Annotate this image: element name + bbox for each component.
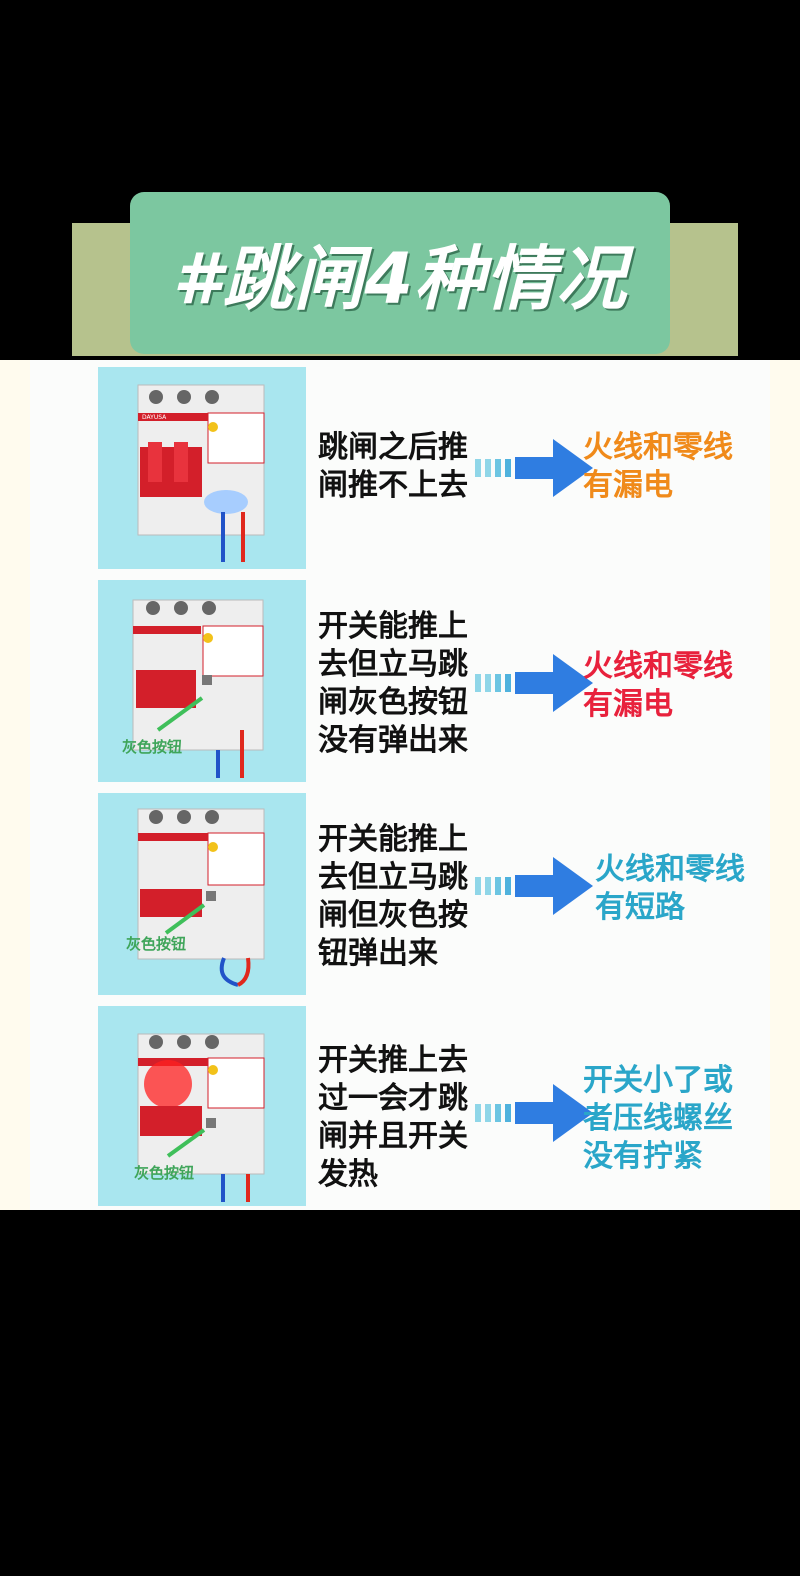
- content-panel: DAYUSA 跳闸之后推 闸推不上去 火线和零线 有漏电: [30, 360, 770, 1210]
- panel-edge-right: [770, 360, 800, 1210]
- gray-button-label: 灰色按钮: [122, 738, 183, 756]
- case-description: 跳闸之后推 闸推不上去: [318, 430, 468, 503]
- arrow-right-icon: [475, 654, 593, 712]
- title-banner: #跳闸4种情况: [0, 0, 800, 360]
- gray-button-label: 灰色按钮: [134, 1164, 195, 1182]
- title-card: #跳闸4种情况: [130, 192, 670, 354]
- case-row-2: 灰色按钮 开关能推上 去但立马跳 闸灰色按钮 没有弹出来 火线和零线 有漏电: [30, 578, 770, 786]
- breaker-image-2: 灰色按钮: [98, 580, 306, 782]
- gray-button-label: 灰色按钮: [126, 935, 187, 953]
- brand-text: DAYUSA: [142, 414, 167, 421]
- breaker-image-3: 灰色按钮: [98, 793, 306, 995]
- arrow-right-icon: [475, 1084, 593, 1142]
- case-result: 火线和零线 有漏电: [583, 430, 733, 503]
- case-row-3: 灰色按钮 开关能推上 去但立马跳 闸但灰色按 钮弹出来 火线和零线 有短路: [30, 791, 770, 999]
- case-row-4: 灰色按钮 开关推上去 过一会才跳 闸并且开关 发热 开关小了或 者压线螺丝 没有…: [30, 1004, 770, 1210]
- arrow-right-icon: [475, 857, 593, 915]
- panel-edge-left: [0, 360, 30, 1210]
- case-description: 开关推上去 过一会才跳 闸并且开关 发热: [318, 1043, 468, 1192]
- case-result: 火线和零线 有短路: [595, 852, 745, 925]
- page-title: #跳闸4种情况: [172, 237, 628, 320]
- breaker-image-4: 灰色按钮: [98, 1006, 306, 1206]
- case-description: 开关能推上 去但立马跳 闸灰色按钮 没有弹出来: [318, 609, 468, 758]
- case-result: 开关小了或 者压线螺丝 没有拧紧: [583, 1063, 733, 1174]
- case-result: 火线和零线 有漏电: [583, 649, 733, 722]
- case-row-1: DAYUSA 跳闸之后推 闸推不上去 火线和零线 有漏电: [30, 365, 770, 573]
- arrow-right-icon: [475, 439, 593, 497]
- breaker-image-1: DAYUSA: [98, 367, 306, 569]
- case-description: 开关能推上 去但立马跳 闸但灰色按 钮弹出来: [318, 822, 468, 971]
